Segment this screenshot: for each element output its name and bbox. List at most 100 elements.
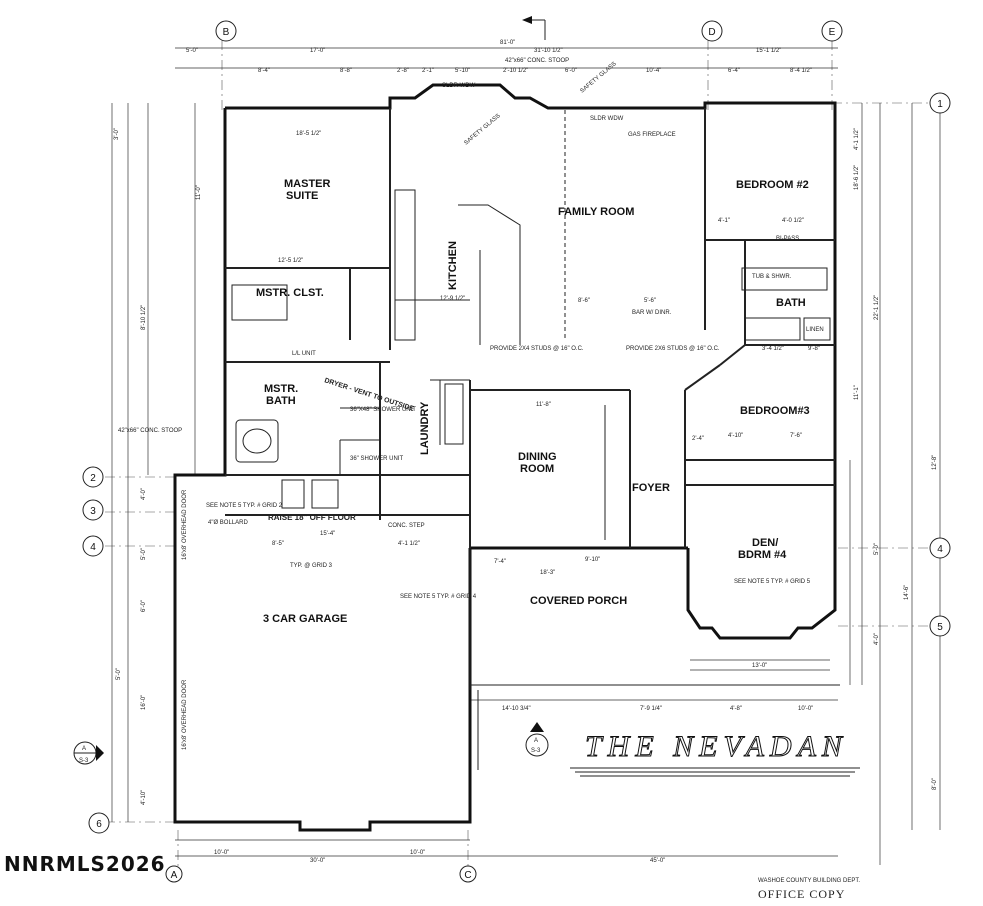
dim-right-0: 4'-1 1/2" bbox=[854, 128, 860, 150]
dim-left-7: 16'-0" bbox=[141, 695, 147, 710]
dim-porch-0: 14'-10 3/4" bbox=[502, 706, 531, 712]
grid-4-left-label: 4 bbox=[90, 542, 96, 553]
grid-lines bbox=[105, 40, 930, 870]
dim-right-4: 12'-8" bbox=[932, 455, 938, 470]
room-dining-line1: DINING bbox=[518, 451, 557, 463]
room-family-room: FAMILY ROOM bbox=[558, 206, 634, 218]
dim-top-1: 17'-0" bbox=[310, 48, 325, 54]
note-bi-pass: BI-PASS bbox=[776, 236, 799, 242]
grid-a-label: A bbox=[171, 870, 178, 881]
note-gas-fireplace: GAS FIREPLACE bbox=[628, 132, 676, 138]
porch-lines bbox=[469, 548, 860, 777]
dim-left-1: 11'-0" bbox=[196, 185, 202, 200]
dim-sub-8: 6'-4" bbox=[728, 68, 740, 74]
dim-right-8: 8'-0" bbox=[932, 778, 938, 790]
dim-int-13: 9'-10" bbox=[585, 557, 600, 563]
dim-porch-3: 10'-0" bbox=[798, 706, 813, 712]
dim-int-11: 8'-5" bbox=[272, 541, 284, 547]
room-garage: 3 CAR GARAGE bbox=[263, 613, 347, 625]
note-sldr-wdw: SLDR WDW bbox=[442, 83, 476, 89]
exterior-walls bbox=[173, 83, 837, 832]
dim-int-7: 4'-10" bbox=[728, 433, 743, 439]
grid-bubbles: B D E 2 3 4 6 1 4 5 A C bbox=[82, 20, 951, 883]
note-tub-shwr: TUB & SHWR. bbox=[752, 274, 792, 280]
note-safety-glass: SAFETY GLASS bbox=[463, 113, 501, 146]
room-master-closet: MSTR. CLST. bbox=[256, 287, 324, 299]
dim-int-16: 13'-0" bbox=[752, 663, 767, 669]
dim-int-19: 5'-6" bbox=[644, 298, 656, 304]
note-laundry-unit: L/L UNIT bbox=[292, 351, 316, 357]
dim-int-5: 3'-4 1/2" bbox=[762, 346, 784, 352]
note-typ-grid3: TYP. @ GRID 3 bbox=[290, 563, 333, 569]
dim-bottom-sub-0: 10'-0" bbox=[214, 850, 229, 856]
dim-bottom: 30'-0" bbox=[310, 858, 325, 864]
section-sheet-porch: S-3 bbox=[531, 748, 541, 754]
dim-int-4: 4'-0 1/2" bbox=[782, 218, 804, 224]
note-bar: BAR W/ DINR. bbox=[632, 310, 672, 316]
dim-int-0: 12'-5 1/2" bbox=[278, 258, 303, 264]
dim-sub-0: 8'-4" bbox=[258, 68, 270, 74]
dim-left-8: 4'-10" bbox=[141, 790, 147, 805]
dim-int-17: 2'-4" bbox=[692, 436, 704, 442]
section-letter-porch: A bbox=[534, 738, 538, 744]
note-shower-unit-2: 36" SHOWER UNIT bbox=[350, 456, 403, 462]
note-overhead-top: 16'x8' OVERHEAD DOOR bbox=[182, 489, 188, 560]
note-grid4: SEE NOTE 5 TYP. # GRID 4 bbox=[400, 594, 477, 600]
dim-right-6: 5'-0" bbox=[874, 543, 880, 555]
room-master-bath-line1: MSTR. bbox=[264, 383, 298, 395]
section-marker-porch: A S-3 bbox=[525, 722, 549, 757]
dim-top-0: 5'-0" bbox=[186, 48, 198, 54]
dim-int-8: 7'-6" bbox=[790, 433, 802, 439]
note-conc-stoop-left: 42"x66" CONC. STOOP bbox=[118, 428, 182, 434]
dim-right-7: 4'-0" bbox=[874, 633, 880, 645]
room-kitchen: KITCHEN bbox=[447, 241, 459, 290]
note-conc-stoop: 42"x66" CONC. STOOP bbox=[505, 58, 569, 64]
dim-int-15: 7'-4" bbox=[494, 559, 506, 565]
dim-int-3: 4'-1" bbox=[718, 218, 730, 224]
dim-top-3: 15'-1 1/2" bbox=[756, 48, 781, 54]
dim-overall-top: 81'-0" bbox=[500, 40, 515, 46]
grid-c-label: C bbox=[464, 870, 471, 881]
grid-6-label: 6 bbox=[96, 819, 102, 830]
dim-porch-1: 7'-9 1/4" bbox=[640, 706, 662, 712]
room-laundry: LAUNDRY bbox=[419, 401, 431, 455]
room-foyer: FOYER bbox=[632, 482, 670, 494]
grid-5-label: 5 bbox=[937, 622, 943, 633]
watermark-text: NNRMLS2026 bbox=[4, 852, 166, 876]
dim-right-3: 11'-1" bbox=[854, 385, 860, 400]
stamp-line1: WASHOE COUNTY BUILDING DEPT. bbox=[758, 878, 860, 884]
note-raise-floor: RAISE 18" OFF FLOOR bbox=[268, 513, 356, 522]
dim-porch-2: 4'-8" bbox=[730, 706, 742, 712]
section-arrow-top bbox=[522, 16, 546, 40]
room-bath: BATH bbox=[776, 297, 806, 309]
grid-3-label: 3 bbox=[90, 506, 96, 517]
note-linen: LINEN bbox=[806, 327, 824, 333]
grid-4-right-label: 4 bbox=[937, 544, 943, 555]
dim-bottom-sub-1: 10'-0" bbox=[410, 850, 425, 856]
dim-left-2: 8'-10 1/2" bbox=[141, 305, 147, 330]
grid-1-label: 1 bbox=[937, 99, 943, 110]
dim-right-1: 18'-6 1/2" bbox=[854, 165, 860, 190]
grid-e-label: E bbox=[829, 27, 836, 38]
room-master-suite-line2: SUITE bbox=[286, 190, 318, 202]
room-master-suite-line1: MASTER bbox=[284, 178, 331, 190]
stamp-line2: OFFICE COPY bbox=[758, 887, 845, 901]
room-bedroom3: BEDROOM#3 bbox=[740, 405, 810, 417]
dim-left-0: 3'-0" bbox=[114, 128, 120, 140]
note-shower-unit: 36"X48" SHOWER UNIT bbox=[350, 407, 416, 413]
plan-title: THE NEVADAN bbox=[585, 730, 848, 763]
dim-right-5: 14'-6" bbox=[904, 585, 910, 600]
room-den-line1: DEN/ bbox=[752, 537, 778, 549]
note-overhead-bot: 16'x8' OVERHEAD DOOR bbox=[182, 679, 188, 750]
section-sheet-left: S-3 bbox=[79, 758, 89, 764]
dim-bottom-right: 45'-0" bbox=[650, 858, 665, 864]
room-master-bath-line2: BATH bbox=[266, 395, 296, 407]
dim-sub-2: 2'-8" bbox=[397, 68, 409, 74]
dim-int-18: 8'-6" bbox=[578, 298, 590, 304]
room-bedroom2: BEDROOM #2 bbox=[736, 179, 809, 191]
room-labels: MASTER SUITE MSTR. CLST. MSTR. BATH KITC… bbox=[256, 178, 810, 625]
dim-sub-1: 8'-8" bbox=[340, 68, 352, 74]
dim-sub-5: 2'-10 1/2" bbox=[503, 68, 528, 74]
note-grid5: SEE NOTE 5 TYP. # GRID 5 bbox=[734, 579, 811, 585]
